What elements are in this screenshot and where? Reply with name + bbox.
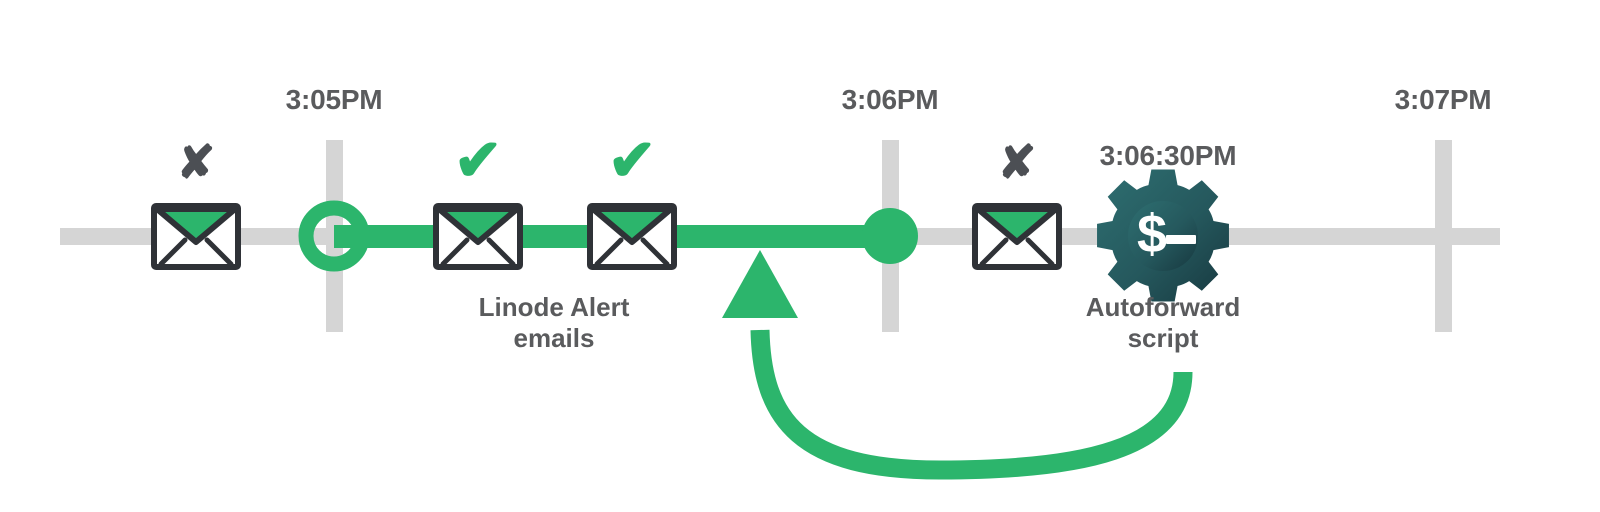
tick-label-306: 3:06PM: [841, 84, 939, 115]
tick-label-305: 3:05PM: [285, 84, 383, 115]
svg-text:$: $: [1137, 204, 1167, 264]
gear-dollar-icon: $: [1097, 169, 1229, 302]
envelope-icon: [972, 203, 1062, 270]
status-delivered-icon: ✔: [607, 128, 657, 193]
tick-mark-307: [1435, 140, 1452, 332]
envelope-icon: [587, 203, 677, 270]
linode-alert-caption: Linode Alert emails: [479, 292, 630, 354]
tick-label-307: 3:07PM: [1394, 84, 1492, 115]
status-failed-icon: ✘: [176, 136, 216, 188]
status-failed-icon: ✘: [997, 136, 1037, 188]
caption-line-1: Linode Alert: [478, 292, 630, 322]
caption-line-2: script: [1127, 323, 1199, 353]
start-ring-marker: [298, 200, 370, 272]
autoforward-script-caption: Autoforward script: [1086, 292, 1241, 354]
autoforward-feedback-arrow: [722, 250, 1193, 480]
envelope-icon: [151, 203, 241, 270]
end-dot-marker: [862, 208, 918, 264]
status-delivered-icon: ✔: [453, 128, 503, 193]
script-time-label: 3:06:30PM: [1099, 140, 1237, 171]
caption-line-1: Autoforward: [1085, 292, 1241, 322]
caption-line-2: emails: [513, 323, 595, 353]
envelope-icon: [433, 203, 523, 270]
